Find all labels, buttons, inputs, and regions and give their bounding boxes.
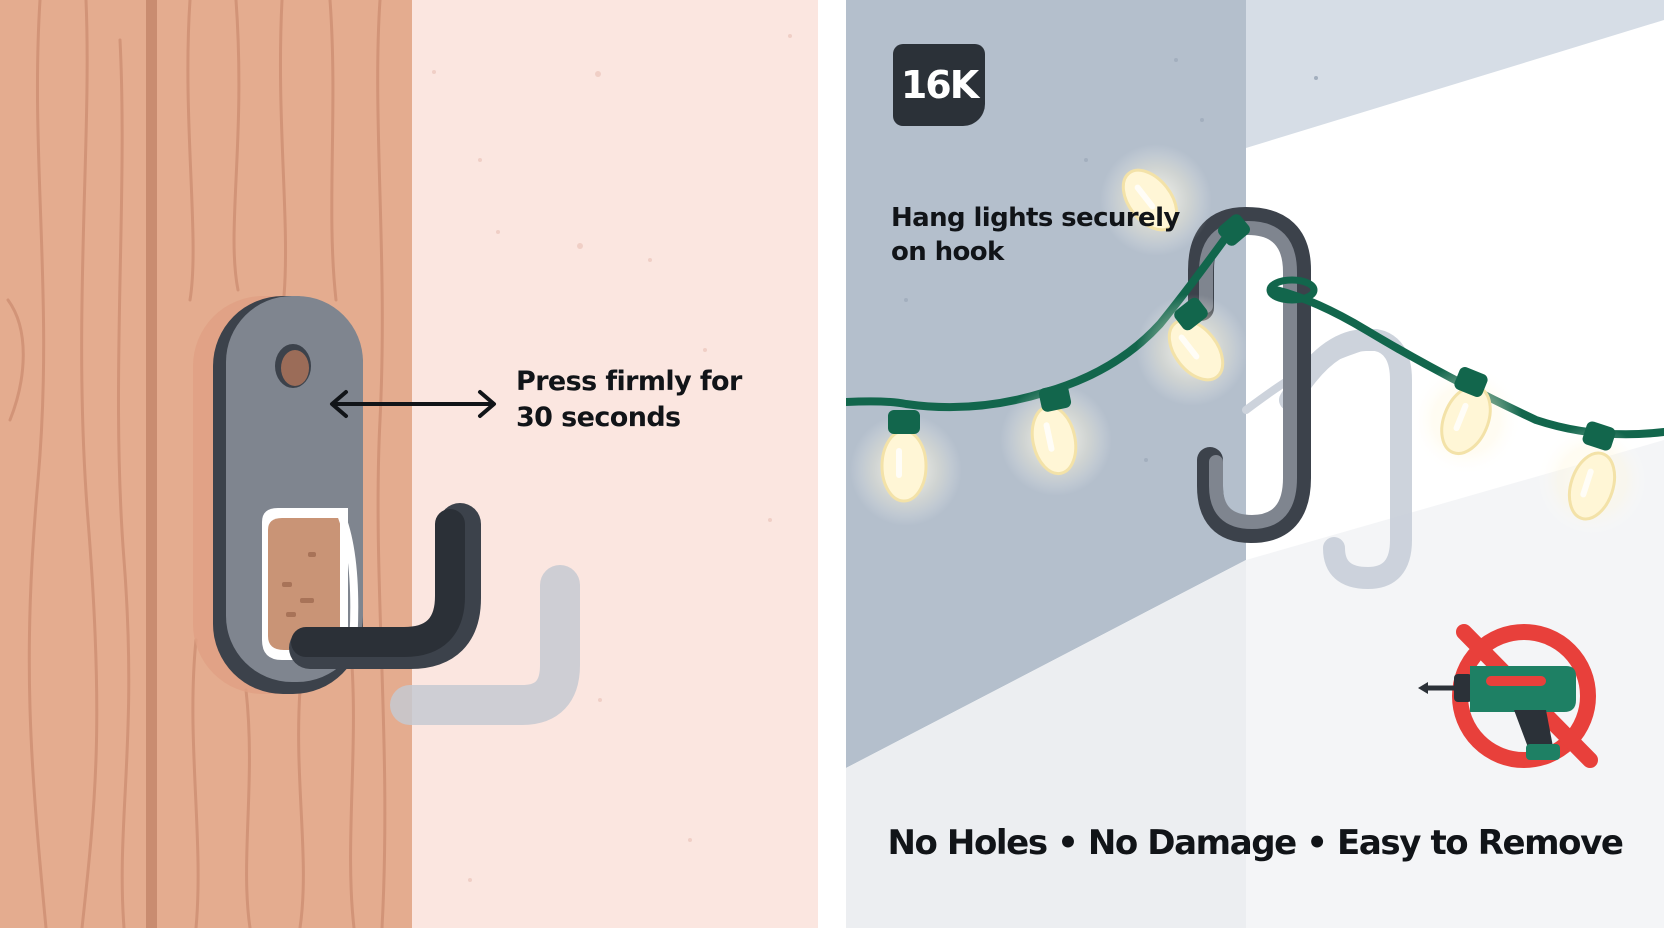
features-tagline: No Holes • No Damage • Easy to Remove — [887, 823, 1624, 863]
hook-shadow — [1279, 329, 1412, 590]
string-lights-icon — [846, 144, 1664, 536]
wood-seam — [146, 0, 157, 928]
hang-instruction: Hang lights securely on hook — [891, 201, 1180, 269]
wood-grain — [6, 0, 387, 928]
hook-shadow — [390, 565, 580, 725]
step-one-panel: Press firmly for 30 seconds — [0, 0, 818, 928]
press-line-1: Press firmly for — [516, 366, 742, 397]
resolution-badge: 16K — [893, 44, 985, 126]
step-two-illustration — [846, 0, 1664, 928]
double-arrow-icon — [330, 390, 496, 418]
adhesive-hook-icon — [193, 296, 481, 694]
panel-divider — [818, 0, 846, 928]
floor-plane — [846, 560, 1246, 928]
hang-line-2: on hook — [891, 237, 1004, 267]
no-drill-icon — [1418, 624, 1598, 768]
step-two-panel: 16K Hang lights securely on hook No Hole… — [846, 0, 1664, 928]
wall-texture — [432, 34, 792, 882]
press-line-2: 30 seconds — [516, 402, 681, 433]
wall-texture — [904, 58, 1318, 462]
step-one-illustration — [0, 0, 818, 928]
press-instruction: Press firmly for 30 seconds — [516, 364, 742, 436]
hang-line-1: Hang lights securely — [891, 203, 1180, 233]
ceiling-plane — [1246, 0, 1664, 148]
